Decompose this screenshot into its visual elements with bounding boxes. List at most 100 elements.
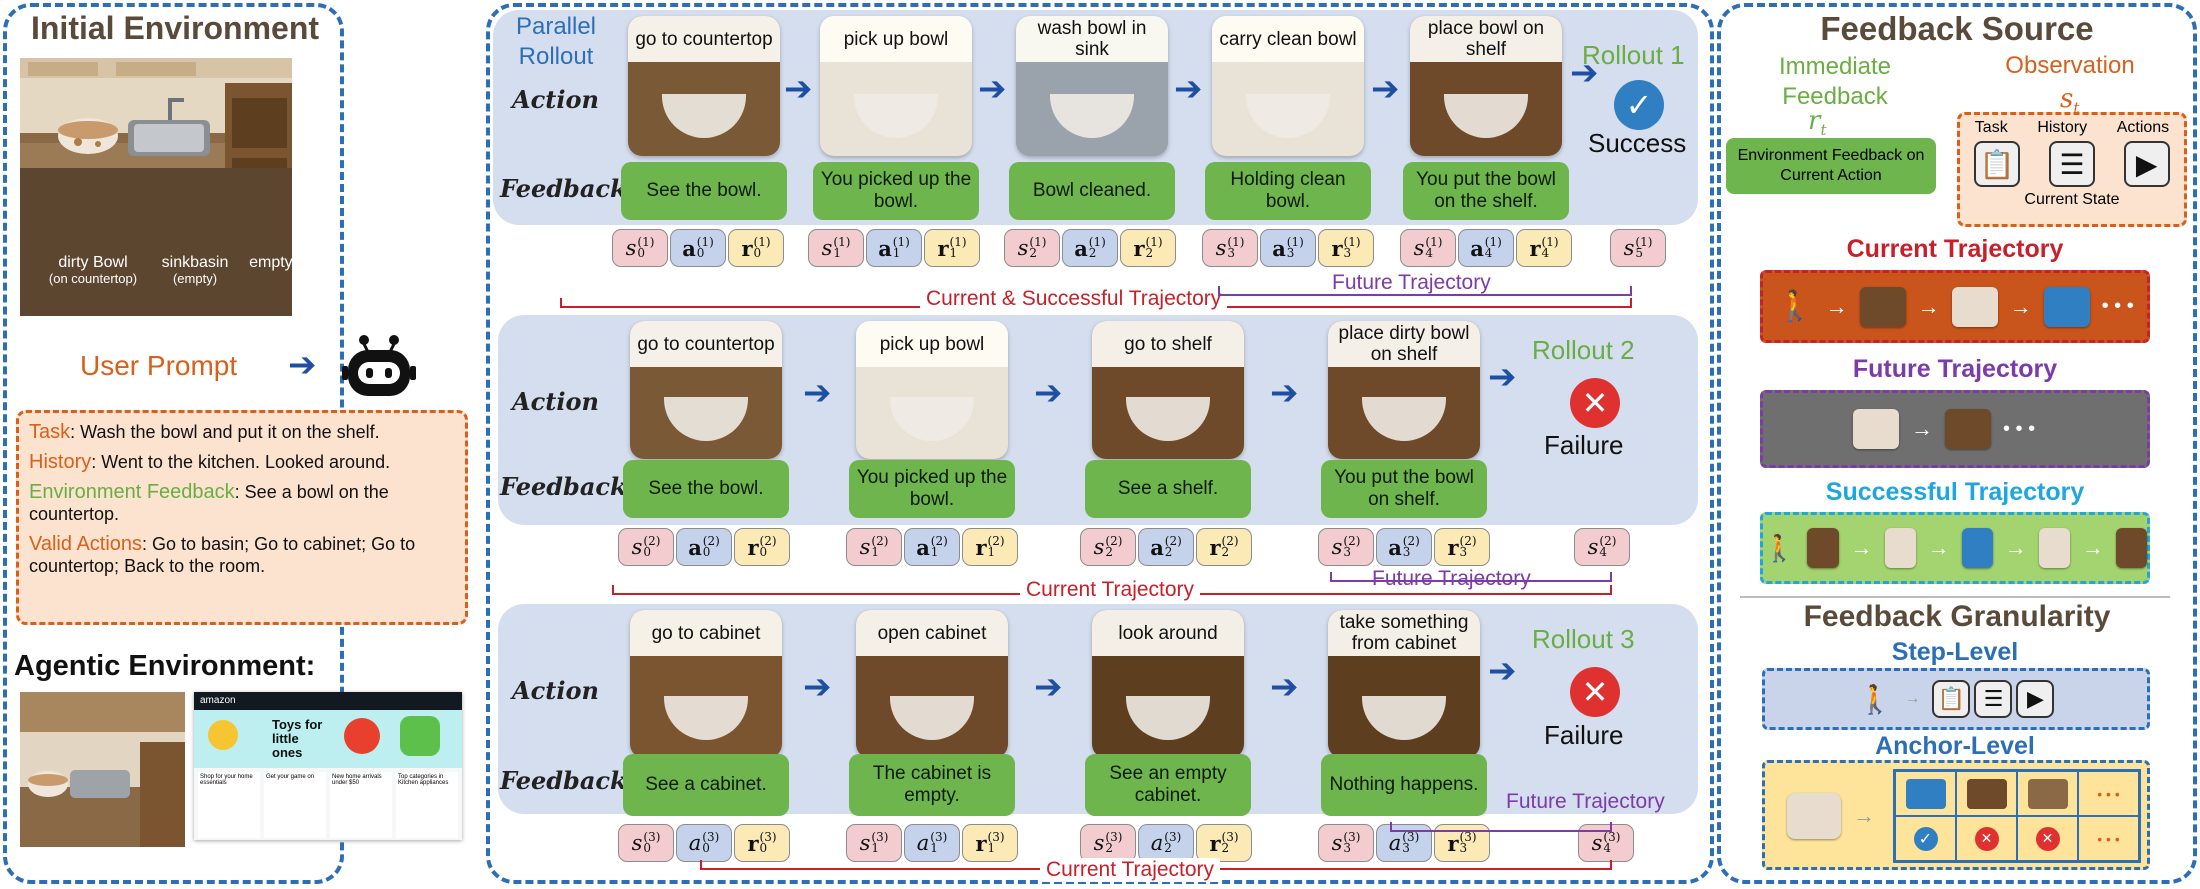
user-prompt-label: User Prompt — [80, 350, 238, 381]
current-trajectory-label: Current Trajectory — [1020, 578, 1201, 602]
arrow-icon: ➔ — [784, 70, 813, 108]
anchor-level-title: Anchor-Level — [1875, 732, 2035, 760]
obs-actions-label: Actions — [2116, 119, 2170, 136]
label-sub: (on countertop) — [48, 271, 138, 286]
state-symbol: st — [2060, 84, 2079, 117]
anchor-cell-cabinet — [2017, 771, 2078, 816]
state-chip: s(2)0 — [618, 528, 674, 566]
shop-tile-title: Get your game on — [266, 774, 315, 780]
action-image: place bowl on shelf — [1410, 16, 1562, 156]
feedback-box: You picked up the bowl. — [813, 162, 979, 220]
arrow-icon: ➔ — [1488, 358, 1517, 396]
anchor-cell-more: • • • — [2078, 816, 2139, 861]
reward-chip: r(1)4 — [1516, 229, 1572, 267]
state-chip: s(1)5 — [1610, 229, 1666, 267]
shelf-thumb — [1945, 409, 1991, 449]
successful-trajectory-box: 🚶 → → → → — [1760, 512, 2150, 584]
ellipsis: • • • — [2003, 417, 2036, 440]
arrow-icon: → — [1850, 535, 1873, 560]
arrow-icon: ➔ — [1270, 374, 1299, 412]
feedback-box: Holding clean bowl. — [1205, 162, 1371, 220]
action-caption: pick up bowl — [856, 321, 1008, 367]
shop-banner: Toys for little ones — [194, 710, 462, 768]
bowl-thumb — [1853, 409, 1899, 449]
action-row-label: Action — [512, 85, 599, 114]
list-icon: ☰ — [1974, 680, 2013, 718]
anchor-cell-shelf — [1956, 771, 2017, 816]
prompt-value: : Wash the bowl and put it on the shelf. — [70, 422, 380, 442]
action-chip: a(2)0 — [676, 528, 732, 566]
arrow-icon: ➔ — [1488, 652, 1517, 690]
action-caption: wash bowl in sink — [1016, 16, 1168, 62]
feedback-box: The cabinet is empty. — [849, 754, 1015, 816]
prompt-key: Valid Actions — [29, 533, 143, 555]
arrow-icon: ➔ — [1174, 70, 1203, 108]
scene-object — [664, 397, 748, 441]
prompt-valid-actions: Valid Actions: Go to basin; Go to cabine… — [29, 533, 455, 577]
prompt-env-feedback: Environment Feedback: See a bowl on the … — [29, 481, 455, 525]
feedback-source-title: Feedback Source — [1820, 10, 2094, 47]
reward-chip: r(2)1 — [962, 528, 1018, 566]
future-trajectory-label: Future Trajectory — [1372, 567, 1531, 590]
scene-object — [1362, 696, 1446, 740]
immediate-feedback-title: Immediate Feedback — [1778, 53, 1892, 110]
state-chip: s(2)4 — [1574, 528, 1630, 566]
label-main: dirty Bowl — [58, 254, 128, 271]
prompt-key: Task — [29, 421, 71, 443]
shop-tile: Shop for your home essentials — [198, 772, 260, 838]
action-chip: a(1)3 — [1260, 229, 1316, 267]
bowl-thumb — [1787, 793, 1841, 839]
reward-chip: r(1)2 — [1120, 229, 1176, 267]
shelf-thumb — [2115, 528, 2147, 568]
anchor-cell-more: • • • — [2078, 771, 2139, 816]
action-chip: a(1)2 — [1062, 229, 1118, 267]
action-image: wash bowl in sink — [1016, 16, 1168, 156]
feedback-granularity-title: Feedback Granularity — [1803, 600, 2111, 633]
successful-trajectory-title: Successful Trajectory — [1825, 478, 2085, 506]
rollout-outcome: Failure — [1544, 720, 1624, 750]
toy-icon — [344, 718, 380, 754]
state-chip: s(2)2 — [1080, 528, 1136, 566]
obs-icon-labels: Task History Actions — [1960, 119, 2184, 137]
action-image: open cabinet — [856, 610, 1008, 758]
scene-object — [854, 94, 938, 138]
cross-icon: ✕ — [1570, 667, 1620, 717]
toy-icon — [400, 716, 440, 756]
prompt-key: History — [29, 451, 92, 473]
kitchen-label-sink: sinkbasin (empty) — [150, 255, 240, 287]
action-caption: carry clean bowl — [1212, 16, 1364, 62]
action-row-label: Action — [512, 676, 599, 705]
shop-tile: Get your game on — [264, 772, 326, 838]
state-chip: s(3)0 — [618, 824, 674, 862]
ellipsis: • • • — [2101, 295, 2134, 317]
action-chip: a(3)2 — [1138, 824, 1194, 862]
sink-thumb — [1905, 778, 1946, 809]
feedback-box: See a cabinet. — [623, 754, 789, 816]
reward-chip: r(3)1 — [962, 824, 1018, 862]
action-row-label: Action — [512, 387, 599, 416]
reward-symbol: rt — [1808, 106, 1826, 139]
feedback-box: You put the bowl on the shelf. — [1403, 162, 1569, 220]
future-trajectory-bracket — [1330, 572, 1612, 582]
label-main: sinkbasin — [161, 254, 229, 271]
shop-tile-title: New home arrivals under $50 — [332, 774, 382, 786]
scene-object — [1050, 94, 1134, 138]
arrow-icon: → — [1825, 293, 1848, 319]
future-trajectory-title: Future Trajectory — [1852, 355, 2058, 383]
play-icon: ▶ — [2123, 141, 2170, 187]
shop-tile-title: Shop for your home essentials — [200, 774, 253, 786]
divider — [1740, 596, 2170, 598]
sink-thumb — [1961, 528, 1993, 568]
state-symbol-subscript: t — [2073, 99, 2080, 118]
walker-icon: 🚶 — [1763, 532, 1796, 563]
obs-history-label: History — [2037, 119, 2088, 136]
reward-chip: r(1)3 — [1318, 229, 1374, 267]
current-trajectory-box: 🚶→ → → • • • — [1760, 270, 2150, 343]
scene-object — [890, 696, 974, 740]
cross-icon: ✕ — [1974, 826, 1999, 851]
walker-icon: 🚶 — [1776, 290, 1814, 323]
parallel-rollout-label: Parallel Rollout — [506, 12, 606, 72]
arrow-icon: → — [2081, 535, 2104, 560]
arrow-icon: → — [2004, 535, 2027, 560]
anchor-level-box: → • • • ✓ ✕ ✕ • • • — [1762, 760, 2150, 870]
